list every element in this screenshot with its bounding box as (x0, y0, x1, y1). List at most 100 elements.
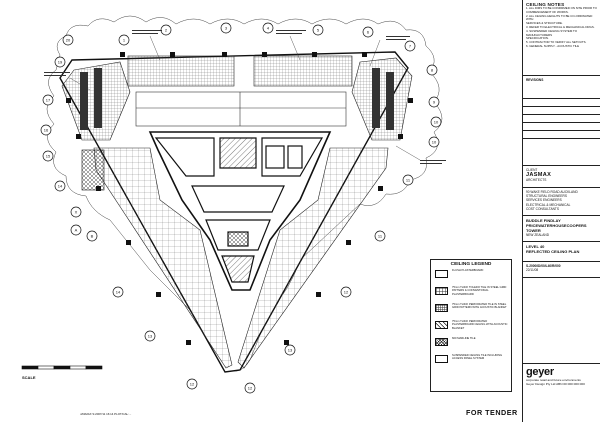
ceiling-notes: CEILING NOTES 1. ALL DIMS TO BE CONFIRME… (523, 0, 600, 76)
scale-label: SCALE (22, 375, 36, 380)
note-line: SPECIFICATION. (526, 36, 549, 41)
revisions-box: REVISIONS (523, 76, 600, 166)
ceiling-wing-right (351, 57, 413, 141)
svg-text:10: 10 (434, 120, 439, 125)
note-line: 1. ALL DIMS TO BE CONFIRMED ON SITE PRIO… (526, 6, 597, 10)
consultant-line: COST CONSULTANTS (526, 206, 559, 211)
project-name: BUDDLE FINDLAY (526, 218, 561, 223)
svg-text:B: B (91, 234, 94, 239)
note-line: COMMENCEMENT OF WORKS. (526, 9, 569, 14)
revisions-label: REVISIONS (526, 78, 544, 82)
drawing-title: LEVEL 40 (526, 244, 545, 249)
project-location: NEW ZEALAND (526, 233, 550, 237)
svg-text:13: 13 (148, 334, 153, 339)
drawing-title-box: LEVEL 40 REFLECTED CEILING PLAN (523, 242, 600, 262)
svg-text:11: 11 (406, 178, 411, 183)
client-label: CLIENT (526, 168, 538, 172)
annotation-text-blocks (44, 30, 446, 164)
swatch-toledo (435, 287, 448, 295)
svg-text:17: 17 (46, 98, 51, 103)
legend-item-label: 75mm THICK TOLEDO TILE IN STEEL GRID PAT… (452, 286, 507, 296)
svg-text:A: A (75, 228, 78, 233)
swatch-marline (435, 338, 448, 346)
note-line: 3. REFER TO ELECTRICAL & MECHANICAL DRGS… (526, 24, 595, 29)
drawing-date: 22/11/08 (526, 268, 539, 273)
core-rooms (154, 137, 324, 283)
revision-cloud (46, 15, 443, 372)
legend-item-label: 75mm THICK PERFORATED TILE IN STEEL GRID… (452, 303, 507, 310)
swatch-perforated (435, 304, 448, 312)
ceiling-grid-left (93, 147, 233, 369)
architect-box: CLIENT JASMAX ARCHITECTS (523, 166, 600, 188)
note-line: SERVICES & STRUCTURE. (526, 21, 563, 26)
architect-address: 90 WAKE FIELD ROAD AUCKLAND (526, 190, 578, 194)
ceiling-strip-top-left (127, 55, 235, 87)
project-name-2: PRICEWATERHOUSECOOPERS (526, 223, 587, 228)
legend-item: 75mm THICK TOLEDO TILE IN STEEL GRID PAT… (431, 284, 511, 301)
swatch-perf-plasterboard (435, 321, 448, 329)
geyer-logo: geyer (526, 366, 554, 378)
title-block: CEILING NOTES 1. ALL DIMS TO BE CONFIRME… (522, 0, 600, 422)
legend-item: 75mm THICK PERFORATED TILE IN STEEL GRID… (431, 301, 511, 318)
drawing-number-box: S-2000/ID/00/L40/R/000 22/11/08 (523, 262, 600, 278)
legend-item: 600 MARLINE TILE (431, 335, 511, 352)
svg-text:12: 12 (344, 290, 349, 295)
svg-text:11: 11 (378, 234, 383, 239)
svg-text:16: 16 (44, 128, 49, 133)
svg-text:15: 15 (46, 154, 51, 159)
legend-item: SUSPENDED CEILING TILE INCLUDING ACCESS … (431, 352, 511, 369)
legend-item: 75mm THICK PERFORATED PLASTERBOARD CEILI… (431, 318, 511, 335)
for-tender-stamp: FOR TENDER (466, 408, 518, 417)
svg-text:7: 7 (409, 44, 412, 49)
svg-text:X: X (75, 210, 78, 215)
svg-text:20: 20 (66, 38, 71, 43)
consultants-box: 90 WAKE FIELD ROAD AUCKLAND STRUCTURAL E… (523, 188, 600, 216)
scale-bar (21, 365, 103, 370)
ceiling-grid-right (237, 147, 389, 369)
svg-text:1: 1 (123, 38, 126, 43)
svg-text:10: 10 (432, 140, 437, 145)
svg-text:5: 5 (317, 28, 320, 33)
ceiling-strip-top-right (253, 55, 353, 87)
architect-sub: ARCHITECTS (526, 178, 547, 183)
legend-item-label: FLUSH PLASTERBOARD (452, 269, 484, 272)
svg-text:8: 8 (431, 68, 434, 73)
svg-text:4: 4 (267, 26, 270, 31)
geyer-tagline: corporate retail and future environments (526, 378, 581, 382)
core (148, 131, 332, 291)
swatch-suspended (435, 355, 448, 363)
project-box: BUDDLE FINDLAY PRICEWATERHOUSECOOPERS TO… (523, 216, 600, 242)
note-line: 2. ALL CEILING HEIGHTS TO BE CO-ORDINATE… (526, 13, 593, 22)
note-line: 4. SUSPENDED CEILING SYSTEM TO MANUFACTU… (526, 28, 577, 37)
drawing-number: S-2000/ID/00/L40/R/000 (526, 264, 561, 268)
note-line: 5. CONTRACTOR TO VERIFY ALL SETOUTS. (526, 40, 587, 45)
svg-text:3: 3 (225, 26, 228, 31)
columns (66, 52, 413, 345)
lighting-strips (80, 68, 394, 191)
svg-text:12: 12 (190, 382, 195, 387)
legend-item-label: SUSPENDED CEILING TILE INCLUDING ACCESS … (452, 354, 503, 361)
svg-text:6: 6 (367, 30, 370, 35)
lobby-ceiling (135, 91, 347, 127)
svg-text:14: 14 (58, 184, 63, 189)
grid-bubbles (40, 22, 442, 394)
notes-title: CEILING NOTES (526, 2, 565, 7)
architect-name: JASMAX (526, 172, 552, 179)
svg-text:19: 19 (58, 60, 63, 65)
note-line: 6. GENERAL SUPPLY - ACOUSTIC TILE (526, 43, 580, 48)
legend-item-label: 600 MARLINE TILE (452, 337, 476, 340)
drawing-title-2: REFLECTED CEILING PLAN (526, 249, 580, 254)
consultant-line: STRUCTURAL ENGINEERS (526, 194, 567, 199)
svg-text:2: 2 (165, 28, 168, 33)
svg-text:9: 9 (433, 100, 436, 105)
annotation-leaders (69, 35, 421, 161)
consultant-line: SERVICES ENGINEERS (526, 198, 562, 203)
swatch-flush (435, 270, 448, 278)
svg-text:13: 13 (288, 348, 293, 353)
plot-reference: JASMAX S:2007/11 16:14 PLOT/CAL:... (80, 412, 132, 416)
designer-box: geyer corporate retail and future enviro… (523, 364, 600, 404)
geyer-address: Geyer Design Pty Ltd ABN 00 000 000 000 (526, 382, 585, 386)
svg-text:12: 12 (248, 386, 253, 391)
